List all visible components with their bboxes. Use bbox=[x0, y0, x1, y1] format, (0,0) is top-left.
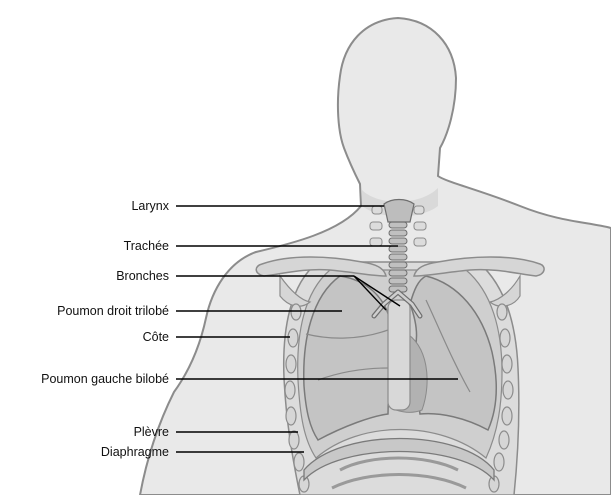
trachea-label: Trachée bbox=[124, 239, 169, 253]
bronchi-label: Bronches bbox=[116, 269, 169, 283]
larynx-label: Larynx bbox=[131, 199, 169, 213]
trachea bbox=[389, 222, 407, 292]
pleura-label: Plèvre bbox=[134, 425, 169, 439]
sternum bbox=[388, 300, 410, 410]
right-lung-label: Poumon droit trilobé bbox=[57, 304, 169, 318]
rib-label: Côte bbox=[143, 330, 169, 344]
larynx bbox=[384, 200, 414, 223]
left-lung-label: Poumon gauche bilobé bbox=[41, 372, 169, 386]
diaphragm-label: Diaphragme bbox=[101, 445, 169, 459]
